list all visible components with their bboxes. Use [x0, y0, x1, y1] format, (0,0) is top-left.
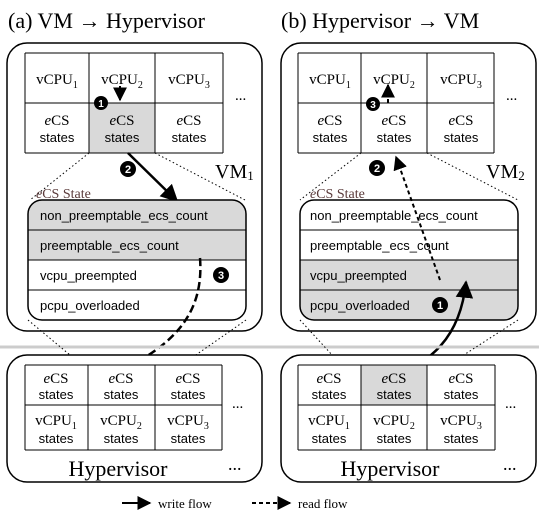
hyp-a-vcpu-states-2: states	[104, 431, 139, 446]
hyp-a-ecs-3: eCS	[175, 371, 200, 387]
hypervisor-b-grid: eCS states eCS states eCS states vCPU1 s…	[297, 364, 496, 451]
hyp-a-ellipsis: ...	[232, 396, 243, 412]
vm2-vcpu3-label: vCPU3	[440, 72, 482, 91]
vm1-vcpu1-label: vCPU1	[36, 72, 78, 91]
vm1-states-cell-2: states	[105, 130, 140, 145]
hyp-b-ecs-3: eCS	[448, 371, 473, 387]
panel-b-step-1-marker: 1	[432, 297, 448, 313]
legend: write flow read flow	[122, 496, 348, 511]
vm1-vcpu2-label: vCPU2	[101, 72, 143, 91]
hyp-b-ecs-states-2: states	[377, 387, 412, 402]
panel-a-callout-right	[154, 152, 246, 201]
hyp-b-vcpu-states-1: states	[312, 431, 347, 446]
hyp-b-vcpu-1: vCPU1	[308, 413, 350, 432]
panel-b-ecs-state-label: eCS State	[310, 187, 365, 202]
panel-a-ecs-state-label: eCS State	[36, 187, 91, 202]
hypervisor-a-grid: eCS states eCS states eCS states vCPU1 s…	[24, 364, 223, 451]
hyp-b-ecs-1: eCS	[316, 371, 341, 387]
panel-a-step-1-marker: 1	[94, 96, 108, 110]
hyp-b-ellipsis: ...	[505, 396, 516, 412]
vm1-states-cell-3: states	[172, 130, 207, 145]
panel-b-step-2-marker: 2	[369, 160, 385, 176]
vm1-ecs-cell-1: eCS	[44, 113, 69, 129]
hyp-a-vcpu-3: vCPU3	[167, 413, 209, 432]
vm1-ecs-cell-3: eCS	[176, 113, 201, 129]
hyp-b-ecs-states-3: states	[444, 387, 479, 402]
hypervisor-b-label: Hypervisor	[341, 456, 441, 481]
vm2-vcpu1-label: vCPU1	[309, 72, 351, 91]
vm1-label: VM1	[215, 161, 254, 183]
hyp-b-vcpu-states-2: states	[377, 431, 412, 446]
vm2-states-cell-2: states	[377, 130, 412, 145]
hyp-a-vcpu-states-3: states	[171, 431, 206, 446]
panel-b-state-table: non_preemptable_ecs_count preemptable_ec…	[299, 199, 519, 321]
hyp-a-ecs-1: eCS	[43, 371, 68, 387]
panel-b-field-3: pcpu_overloaded	[310, 298, 410, 313]
panel-a-field-2: vcpu_preempted	[40, 268, 137, 283]
hyp-b-vcpu-states-3: states	[444, 431, 479, 446]
vm2-label: VM2	[486, 161, 525, 183]
vm1-states-cell-1: states	[40, 130, 75, 145]
panel-a-field-3: pcpu_overloaded	[40, 298, 140, 313]
vm2-states-cell-3: states	[444, 130, 479, 145]
panel-a-title: (a) VM → Hypervisor	[8, 8, 206, 33]
panel-a-read-arrow	[88, 257, 202, 387]
panel-b-callout-left	[299, 152, 362, 201]
panel-a-field-1: preemptable_ecs_count	[40, 238, 179, 253]
vm1-vcpu3-label: vCPU3	[168, 72, 210, 91]
hyp-a-vcpu-2: vCPU2	[100, 413, 142, 432]
vm2-states-cell-1: states	[313, 130, 348, 145]
hyp-b-vcpu-3: vCPU3	[440, 413, 482, 432]
panel-b-field-2: vcpu_preempted	[310, 268, 407, 283]
vm1-ellipsis: ...	[235, 88, 246, 104]
hyp-a-ecs-states-1: states	[39, 387, 74, 402]
panel-b-field-1: preemptable_ecs_count	[310, 238, 449, 253]
vm1-vcpu-grid: vCPU1 vCPU2 vCPU3 eCS states eCS states …	[24, 52, 224, 154]
hyp-a-ellipsis-bottom: ...	[228, 454, 242, 474]
vm2-ecs-cell-2: eCS	[381, 113, 406, 129]
panel-b-step-3-marker: 3	[366, 97, 380, 111]
svg-text:3: 3	[370, 100, 376, 111]
panel-a-field-0: non_preemptable_ecs_count	[40, 208, 208, 223]
hyp-b-ecs-states-1: states	[312, 387, 347, 402]
hyp-b-vcpu-2: vCPU2	[373, 413, 415, 432]
panel-a-step-2-marker: 2	[120, 161, 136, 177]
panel-b-field-0: non_preemptable_ecs_count	[310, 208, 478, 223]
panel-b-title: (b) Hypervisor → VM	[281, 8, 479, 33]
vm2-ecs-cell-1: eCS	[317, 113, 342, 129]
panel-a-callout-down-right	[159, 319, 247, 381]
panel-b-callout-right	[426, 152, 519, 201]
vm2-ellipsis: ...	[506, 88, 517, 104]
panel-a-callout-left	[29, 152, 90, 201]
hyp-b-ellipsis-bottom: ...	[503, 454, 517, 474]
svg-text:1: 1	[437, 300, 443, 312]
svg-text:2: 2	[125, 164, 131, 176]
panel-a-write-arrow-2	[127, 152, 179, 203]
hyp-a-ecs-2: eCS	[108, 371, 133, 387]
panel-b-callout-down-left	[299, 319, 356, 381]
svg-text:2: 2	[374, 163, 380, 175]
vm1-highlight-cell	[89, 103, 155, 153]
hyp-a-vcpu-1: vCPU1	[35, 413, 77, 432]
hyp-a-ecs-states-2: states	[104, 387, 139, 402]
hyp-b-highlight-cell	[361, 365, 427, 405]
svg-text:1: 1	[98, 99, 104, 110]
vm2-box	[280, 42, 537, 332]
hyp-b-ecs-2: eCS	[381, 371, 406, 387]
vm2-ecs-cell-3: eCS	[448, 113, 473, 129]
legend-write-label: write flow	[158, 496, 212, 511]
vm1-ecs-cell-2: eCS	[109, 113, 134, 129]
legend-read-label: read flow	[298, 496, 348, 511]
panel-a-state-table: non_preemptable_ecs_count preemptable_ec…	[27, 199, 247, 321]
panel-b-read-arrow	[393, 155, 441, 281]
hyp-a-ecs-states-3: states	[171, 387, 206, 402]
hyp-a-vcpu-states-1: states	[39, 431, 74, 446]
panel-a-step-3-marker: 3	[213, 267, 229, 283]
hypervisor-a-label: Hypervisor	[69, 456, 169, 481]
svg-text:3: 3	[218, 270, 224, 282]
